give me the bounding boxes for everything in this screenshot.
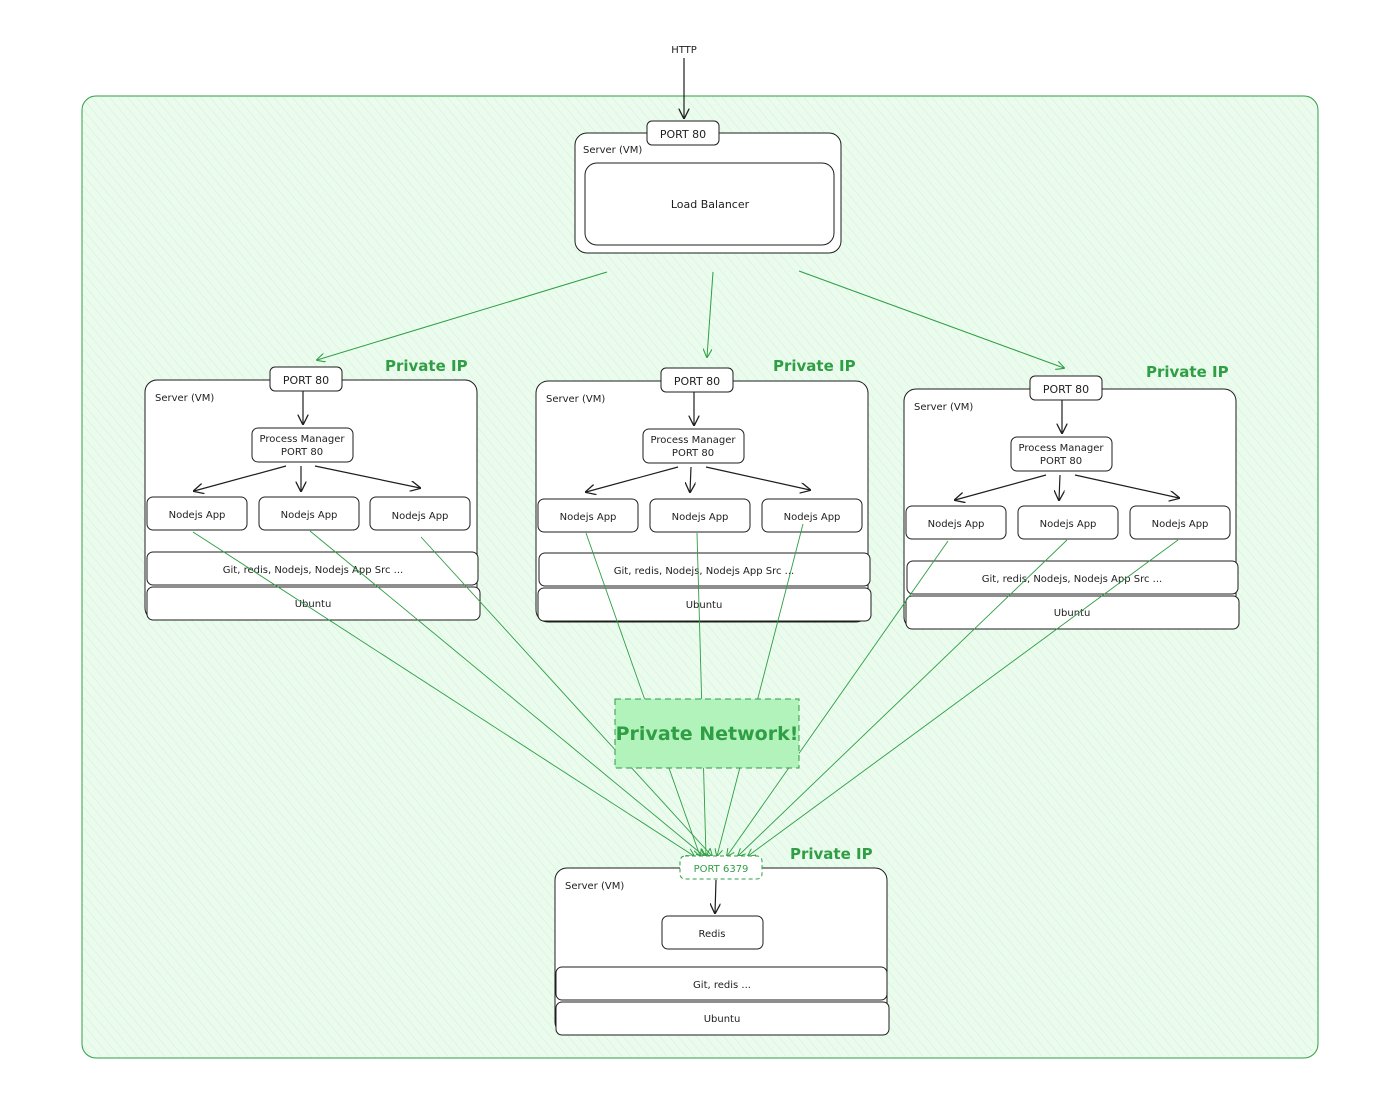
nodejs-app-box bbox=[905, 505, 1007, 540]
nodejs-app-label: Nodejs App bbox=[560, 512, 617, 523]
pm-to-app-2-arrow bbox=[690, 466, 691, 492]
server-label: Server (VM) bbox=[155, 393, 214, 404]
software-label: Git, redis, Nodejs, Nodejs App Src ... bbox=[614, 566, 794, 577]
lb-to-server-1-arrow bbox=[317, 271, 608, 360]
nodejs-app-label: Nodejs App bbox=[928, 519, 985, 530]
os-label: Ubuntu bbox=[704, 1014, 741, 1025]
nodejs-app-label: Nodejs App bbox=[281, 510, 338, 521]
redis-service-box bbox=[661, 915, 764, 950]
private-ip-label: Private IP bbox=[385, 357, 468, 375]
process-manager-box bbox=[251, 427, 354, 463]
port-label: PORT 80 bbox=[1043, 383, 1089, 396]
connection-line bbox=[309, 530, 704, 856]
pm-to-app-1-arrow bbox=[194, 465, 287, 491]
os-layer bbox=[146, 586, 481, 621]
port-label: PORT 80 bbox=[660, 128, 706, 141]
private-network-badge: Private Network! bbox=[614, 698, 800, 769]
pm-to-app-2-arrow bbox=[1059, 474, 1060, 500]
port-label: PORT 6379 bbox=[694, 864, 749, 875]
nodejs-app-box bbox=[369, 496, 471, 531]
nodejs-app-box bbox=[761, 498, 863, 533]
software-label: Git, redis, Nodejs, Nodejs App Src ... bbox=[223, 565, 403, 576]
pm-to-app-1-arrow bbox=[586, 466, 679, 492]
process-manager-port: PORT 80 bbox=[1040, 456, 1082, 467]
connection-line bbox=[748, 539, 1179, 856]
software-label: Git, redis ... bbox=[693, 980, 751, 991]
http-label: HTTP bbox=[671, 45, 697, 56]
private-ip-label: Private IP bbox=[1146, 363, 1229, 381]
nodejs-app-box bbox=[1129, 505, 1231, 540]
process-manager-port: PORT 80 bbox=[281, 447, 323, 458]
private-ip-label: Private IP bbox=[790, 845, 873, 863]
connection-line bbox=[717, 523, 804, 856]
app-server-1: Server (VM) PORT 80 Private IP Process M… bbox=[144, 357, 481, 621]
connection-line bbox=[420, 536, 712, 856]
nodejs-app-box bbox=[537, 498, 639, 533]
software-layer bbox=[906, 560, 1239, 595]
software-label: Git, redis, Nodejs, Nodejs App Src ... bbox=[982, 574, 1162, 585]
port-badge bbox=[646, 120, 720, 146]
redis-service-label: Redis bbox=[699, 929, 726, 940]
pm-to-app-3-arrow bbox=[1074, 474, 1179, 498]
nodejs-app-label: Nodejs App bbox=[169, 510, 226, 521]
server-label: Server (VM) bbox=[565, 881, 624, 892]
process-manager-label: Process Manager bbox=[260, 434, 346, 445]
software-layer bbox=[555, 966, 888, 1001]
port-badge bbox=[1029, 375, 1103, 401]
app-server-3: Server (VM) PORT 80 Private IP Process M… bbox=[903, 363, 1240, 630]
pm-to-app-3-arrow bbox=[314, 465, 420, 488]
lb-to-server-2-arrow bbox=[707, 271, 714, 357]
process-manager-box bbox=[1010, 436, 1113, 472]
process-manager-label: Process Manager bbox=[651, 435, 737, 446]
lb-connections bbox=[317, 270, 1064, 368]
load-balancer-box bbox=[584, 162, 835, 246]
server-label: Server (VM) bbox=[583, 145, 642, 156]
software-layer bbox=[146, 551, 479, 586]
app-server-2: Server (VM) PORT 80 Private IP Process M… bbox=[535, 357, 872, 623]
pm-to-app-3-arrow bbox=[705, 466, 810, 490]
connection-line bbox=[696, 532, 706, 856]
port-to-redis-arrow bbox=[715, 879, 716, 913]
server-label: Server (VM) bbox=[546, 394, 605, 405]
os-label: Ubuntu bbox=[295, 599, 332, 610]
nodejs-app-label: Nodejs App bbox=[672, 512, 729, 523]
redis-server: Server (VM) PORT 6379 Private IP Redis G… bbox=[554, 845, 890, 1036]
port-badge bbox=[269, 366, 343, 392]
os-layer bbox=[537, 587, 872, 622]
nodejs-app-box bbox=[146, 496, 248, 531]
os-label: Ubuntu bbox=[1054, 608, 1091, 619]
app-to-redis-connections bbox=[192, 523, 1179, 856]
nodejs-app-box bbox=[1017, 505, 1119, 540]
port-label: PORT 80 bbox=[283, 374, 329, 387]
port-label: PORT 80 bbox=[674, 375, 720, 388]
pm-to-app-1-arrow bbox=[955, 474, 1047, 500]
os-label: Ubuntu bbox=[686, 600, 723, 611]
os-layer bbox=[555, 1001, 890, 1036]
connection-line bbox=[738, 539, 1068, 856]
connection-line bbox=[192, 531, 694, 856]
process-manager-label: Process Manager bbox=[1019, 443, 1105, 454]
software-layer bbox=[538, 552, 871, 587]
load-balancer-server: Server (VM) Load Balancer PORT 80 bbox=[574, 120, 842, 254]
process-manager-box bbox=[642, 428, 745, 464]
nodejs-app-box bbox=[258, 496, 360, 531]
nodejs-app-label: Nodejs App bbox=[392, 511, 449, 522]
load-balancer-label: Load Balancer bbox=[671, 198, 750, 211]
port-badge bbox=[679, 855, 763, 880]
private-ip-label: Private IP bbox=[773, 357, 856, 375]
nodejs-app-box bbox=[649, 498, 751, 533]
nodejs-app-label: Nodejs App bbox=[1152, 519, 1209, 530]
os-layer bbox=[905, 595, 1240, 630]
private-network-label: Private Network! bbox=[616, 723, 799, 745]
port-badge bbox=[660, 367, 734, 393]
lb-to-server-3-arrow bbox=[798, 270, 1064, 368]
connection-line bbox=[727, 540, 949, 856]
server-label: Server (VM) bbox=[914, 402, 973, 413]
nodejs-app-label: Nodejs App bbox=[1040, 519, 1097, 530]
process-manager-port: PORT 80 bbox=[672, 448, 714, 459]
nodejs-app-label: Nodejs App bbox=[784, 512, 841, 523]
connection-line bbox=[585, 532, 700, 856]
